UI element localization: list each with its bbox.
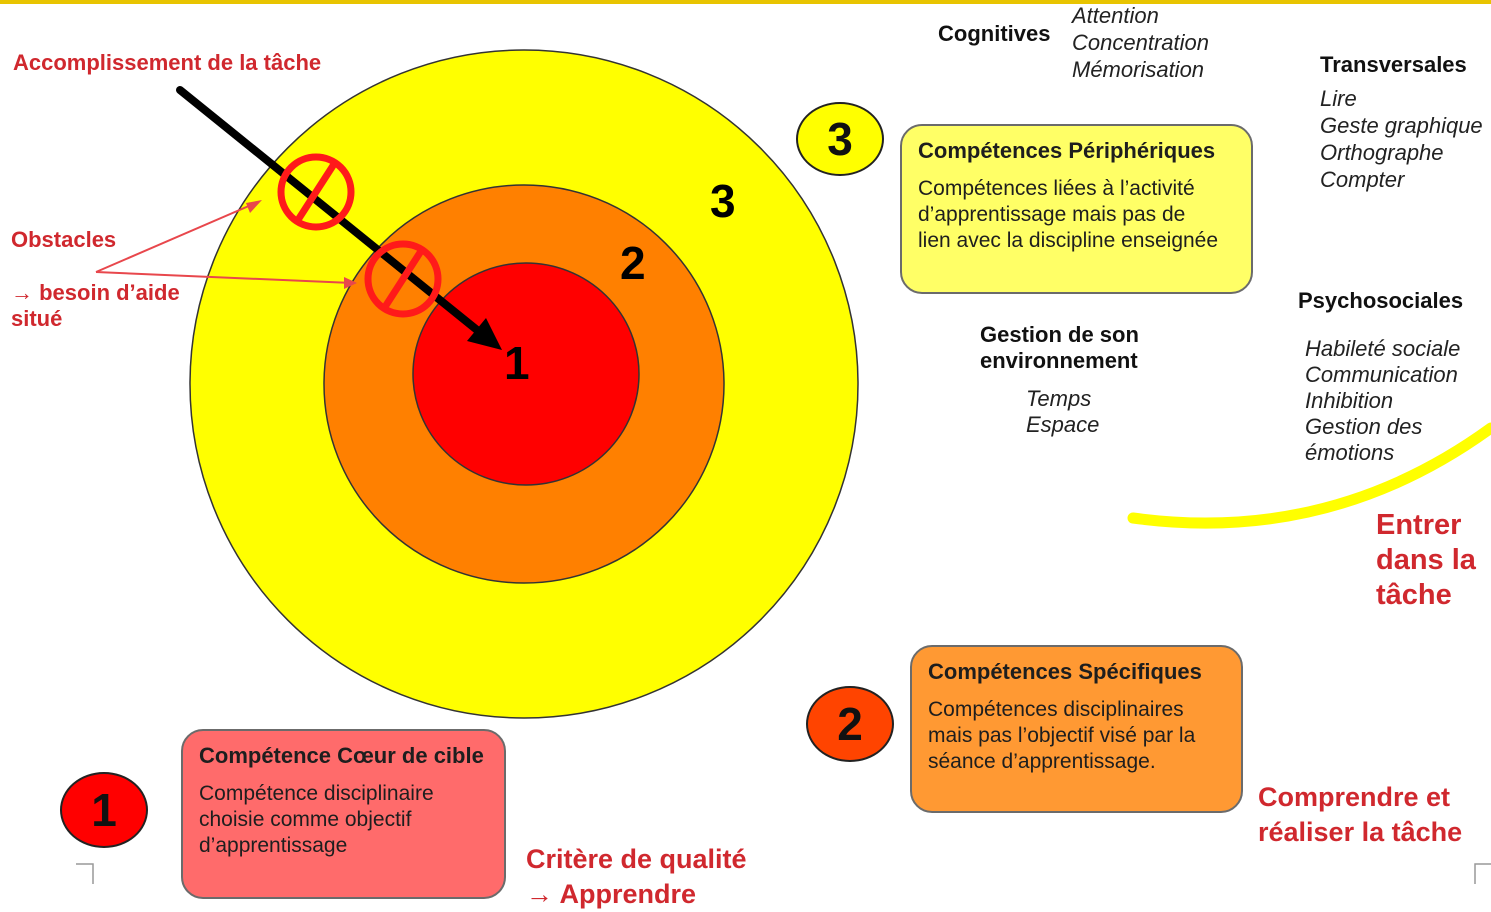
help-needed-label: → besoin d’aide xyxy=(11,280,180,305)
peripheral-title: Compétences Périphériques xyxy=(918,138,1216,163)
specific-title: Compétences Spécifiques xyxy=(928,659,1202,684)
specific-badge: 2 xyxy=(806,686,894,762)
pointer-arrowhead-upper xyxy=(246,200,262,213)
transversales-list: Lire Geste graphique Orthographe Compter xyxy=(1320,85,1483,193)
ring-number-inner: 1 xyxy=(504,337,530,389)
core-box: Compétence Cœur de cible Compétence disc… xyxy=(181,729,506,899)
ring-number-outer: 3 xyxy=(710,175,736,227)
cognitives-title: Cognitives xyxy=(938,21,1051,46)
cognitives-list: Attention Concentration Mémorisation xyxy=(1072,2,1209,83)
transversales-item: Compter xyxy=(1320,167,1405,192)
gestion-title-line2: environnement xyxy=(980,348,1138,373)
transversales-item: Lire xyxy=(1320,86,1357,111)
understand-task-line: Comprendre et xyxy=(1258,782,1451,812)
corner-mark-right xyxy=(1474,863,1491,884)
obstacles-label: Obstacles xyxy=(11,227,117,252)
psychosociales-item: Habileté sociale xyxy=(1305,336,1461,361)
cognitives-item: Concentration xyxy=(1072,30,1209,55)
quality-criterion-line: Critère de qualité xyxy=(526,844,747,874)
gestion-item: Espace xyxy=(1026,412,1100,437)
top-border xyxy=(0,0,1491,4)
ring-number-middle: 2 xyxy=(620,237,646,289)
psychosociales-item: émotions xyxy=(1305,440,1395,465)
transversales-item: Geste graphique xyxy=(1320,113,1483,138)
core-description: Compétence disciplinaire choisie comme o… xyxy=(199,782,434,857)
peripheral-box: Compétences Périphériques Compétences li… xyxy=(900,124,1253,294)
transversales-item: Orthographe xyxy=(1320,140,1444,165)
gestion-item: Temps xyxy=(1026,386,1092,411)
core-badge: 1 xyxy=(60,772,148,848)
enter-task-label: Entrer dans la tâche xyxy=(1376,508,1476,613)
psychosociales-title: Psychosociales xyxy=(1298,288,1464,313)
no-entry-icon xyxy=(364,240,442,318)
corner-mark-left xyxy=(76,863,94,884)
peripheral-badge: 3 xyxy=(796,102,884,176)
gestion-title-line1: Gestion de son xyxy=(980,322,1139,347)
cognitives-item: Attention xyxy=(1072,3,1159,28)
enter-task-line: dans la xyxy=(1376,544,1476,576)
enter-task-line: tâche xyxy=(1376,579,1452,611)
specific-description: Compétences disciplinaires mais pas l’ob… xyxy=(928,698,1196,773)
cognitives-item: Mémorisation xyxy=(1072,57,1205,82)
enter-task-curve xyxy=(1127,422,1491,529)
peripheral-description: Compétences liées à l’activité d’apprent… xyxy=(918,177,1219,252)
task-label: Accomplissement de la tâche xyxy=(13,50,322,75)
task-arrowhead xyxy=(467,318,502,350)
obstacle-pointers xyxy=(95,201,353,284)
transversales-title: Transversales xyxy=(1320,52,1467,77)
specific-box: Compétences Spécifiques Compétences disc… xyxy=(910,645,1243,813)
gestion-title: Gestion de son environnement xyxy=(980,322,1139,374)
quality-criterion-line: → Apprendre xyxy=(526,879,697,909)
quality-criterion-label: Critère de qualité → Apprendre xyxy=(526,842,747,912)
psychosociales-item: Gestion des xyxy=(1305,414,1423,439)
psychosociales-item: Communication xyxy=(1305,362,1458,387)
pointer-arrowhead-lower xyxy=(344,277,357,289)
no-entry-icon xyxy=(277,153,355,231)
enter-task-line: Entrer xyxy=(1376,509,1462,541)
gestion-list: Temps Espace xyxy=(1026,386,1099,438)
understand-task-label: Comprendre et réaliser la tâche xyxy=(1258,780,1462,850)
understand-task-line: réaliser la tâche xyxy=(1258,817,1463,847)
psychosociales-list: Habileté sociale Communication Inhibitio… xyxy=(1305,336,1460,466)
ring-core xyxy=(412,262,640,486)
core-title: Compétence Cœur de cible xyxy=(199,743,484,768)
help-needed-label-2: situé xyxy=(11,306,63,331)
psychosociales-item: Inhibition xyxy=(1305,388,1394,413)
